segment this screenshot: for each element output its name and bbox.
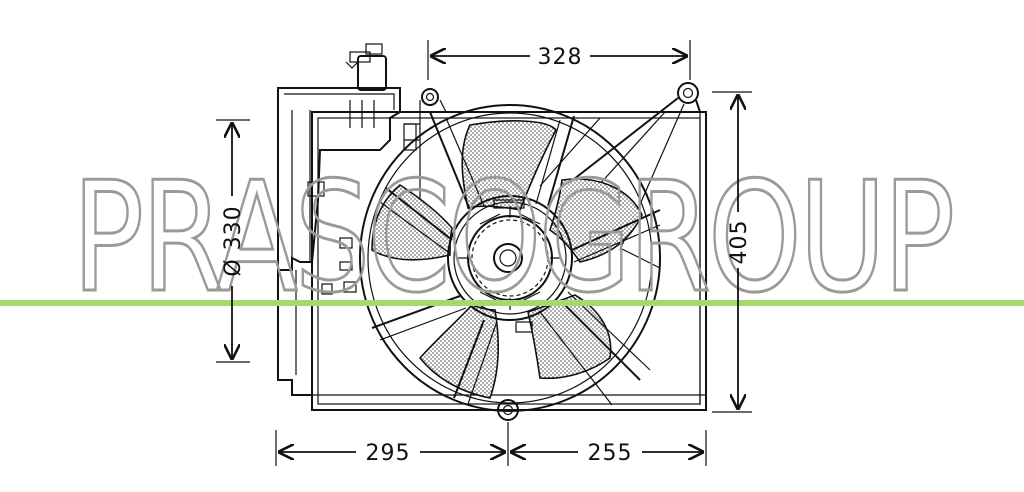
fan-shroud [359, 104, 661, 412]
motor-hub [447, 195, 573, 333]
dimension-label-top-width: 328 [538, 45, 583, 70]
coolant-reservoir [277, 43, 401, 396]
dimension-bottom-left: 295 [275, 422, 509, 466]
dimension-fan-diameter: Ø 330 [216, 119, 250, 363]
dimension-height: 405 [712, 91, 752, 413]
dimension-label-bottom-left: 295 [366, 441, 411, 466]
watermark: PRASCOGROUP [0, 148, 1024, 328]
watermark-text: PRASCOGROUP [72, 149, 952, 326]
dimension-label-bottom-right: 255 [588, 441, 633, 466]
dimension-top-width: 328 [427, 40, 691, 80]
dimension-label-height: 405 [727, 220, 752, 265]
dimension-bottom-right: 255 [510, 430, 707, 466]
dimension-label-fan-diameter: Ø 330 [221, 205, 246, 276]
